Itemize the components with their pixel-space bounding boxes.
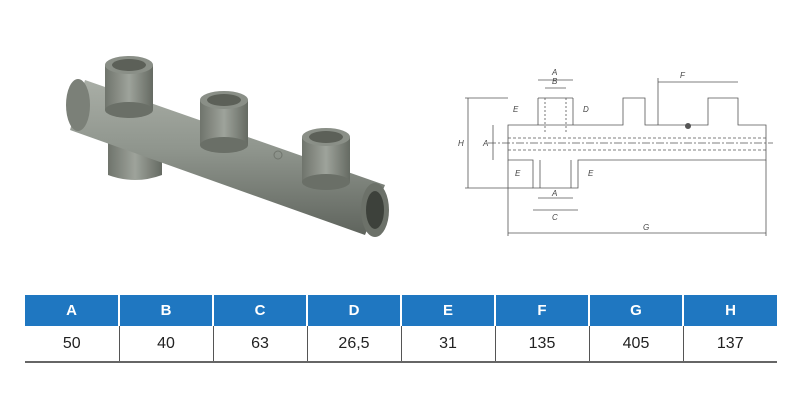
column-header-a: A (25, 295, 119, 326)
dim-label-f: F (680, 71, 686, 80)
column-header-e: E (400, 295, 495, 326)
dim-label-e-right-bottom: E (588, 169, 594, 178)
table-header-row: A B C D E F G H (25, 295, 777, 326)
column-header-b: B (118, 295, 213, 326)
value-e: 31 (400, 326, 495, 363)
dim-label-a-top: A (551, 68, 557, 77)
manifold-product-image (66, 56, 389, 237)
column-header-h: H (682, 295, 777, 326)
dim-label-d: D (583, 105, 589, 114)
dim-label-h: H (458, 139, 464, 148)
table-row: 50 40 63 26,5 31 135 405 137 (25, 326, 777, 363)
value-c: 63 (212, 326, 307, 363)
column-header-c: C (212, 295, 307, 326)
socket-right (302, 128, 350, 190)
value-h: 137 (682, 326, 777, 363)
dim-label-c: C (552, 213, 558, 222)
socket-left (105, 56, 153, 118)
value-f: 135 (494, 326, 589, 363)
dim-label-e-left-top: E (513, 105, 519, 114)
column-header-g: G (588, 295, 683, 326)
value-d: 26,5 (306, 326, 401, 363)
dim-label-a-bottom: A (551, 189, 557, 198)
dim-label-g: G (643, 223, 649, 232)
column-header-d: D (306, 295, 401, 326)
technical-drawing: A B F H A E D E E A C G (458, 68, 773, 236)
column-header-f: F (494, 295, 589, 326)
dimensions-table: A B C D E F G H 50 40 63 26,5 31 135 405… (25, 295, 777, 363)
value-b: 40 (118, 326, 213, 363)
dim-label-b-top: B (552, 77, 558, 86)
dim-label-a-left: A (482, 139, 488, 148)
value-a: 50 (25, 326, 119, 363)
value-g: 405 (588, 326, 683, 363)
dim-label-e-left-bottom: E (515, 169, 521, 178)
socket-middle (200, 91, 248, 153)
